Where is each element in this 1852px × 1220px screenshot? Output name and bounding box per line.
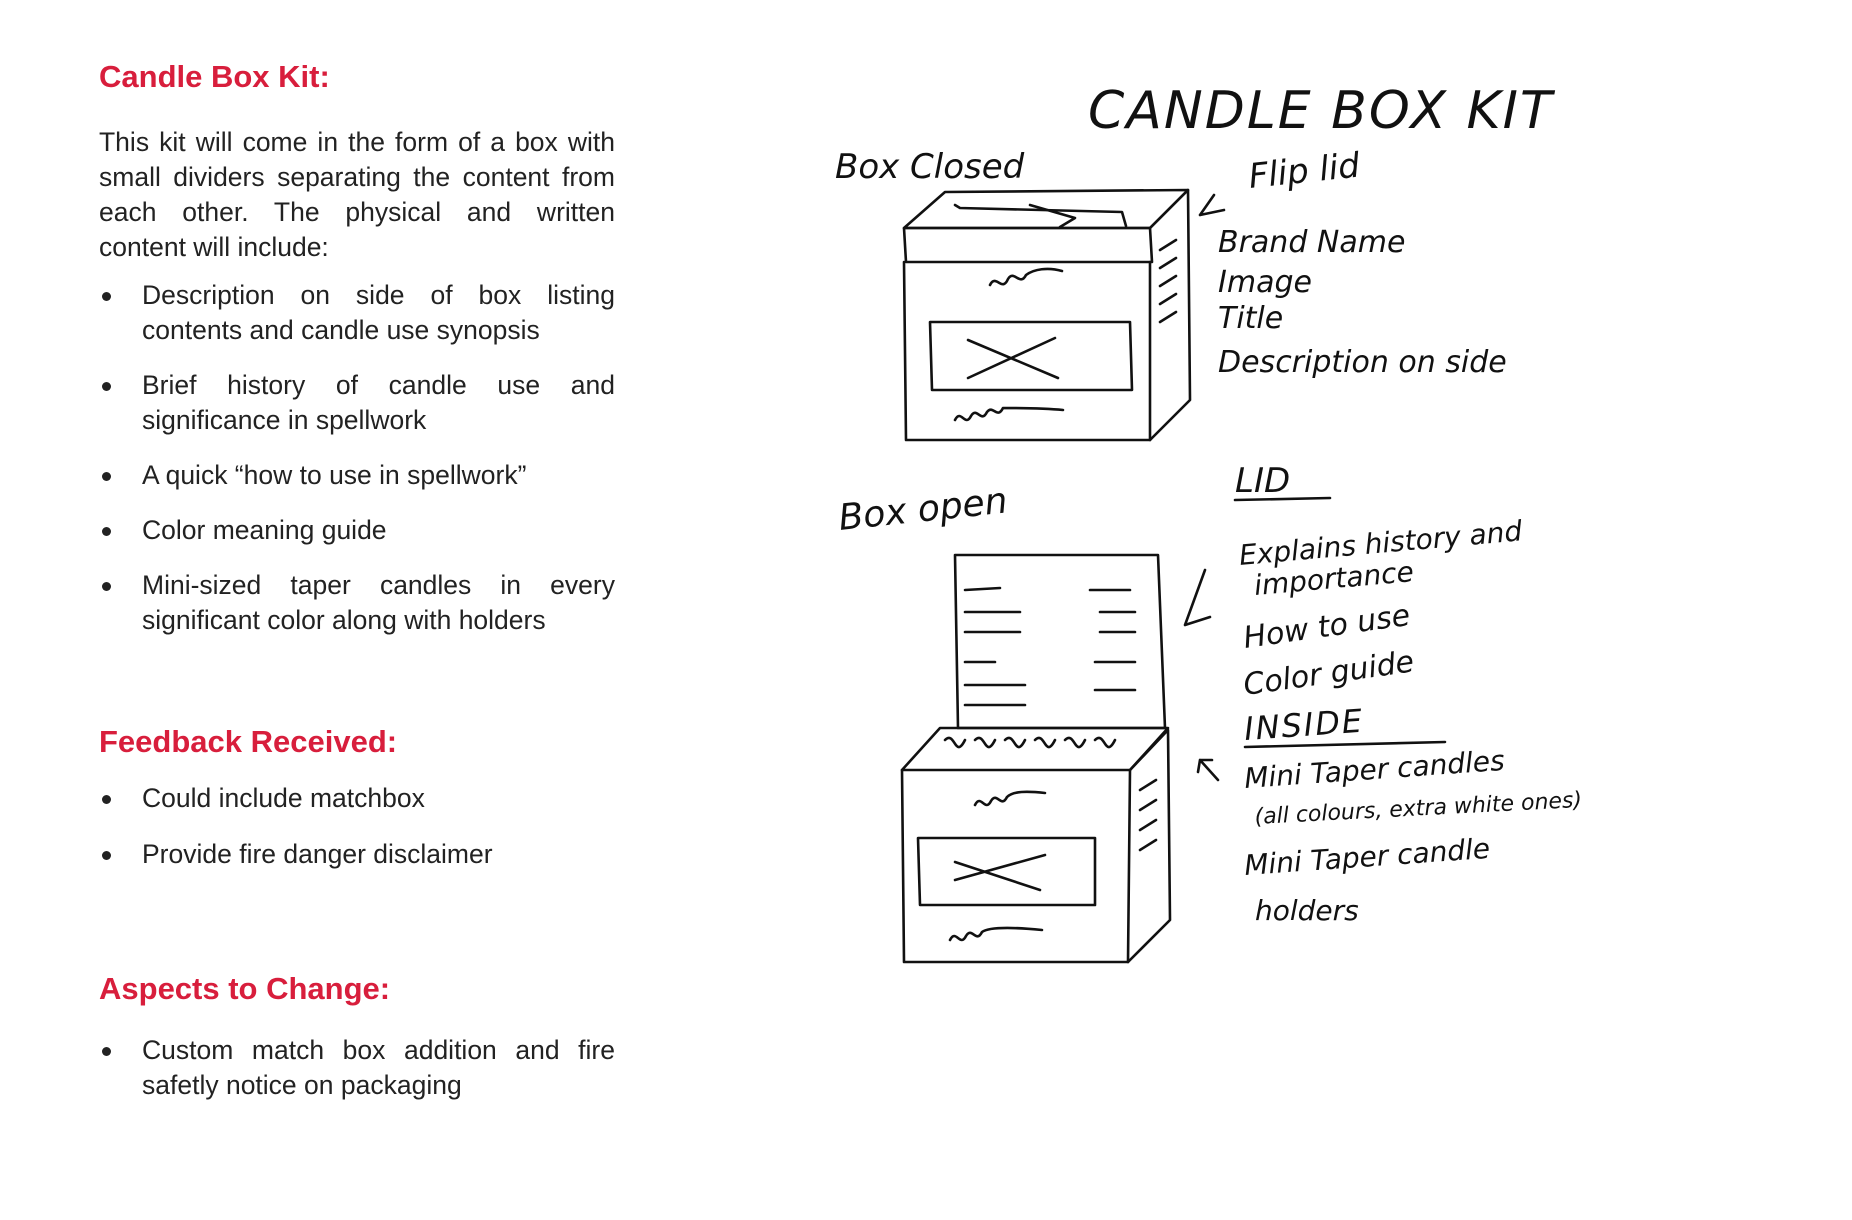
changes-list: Custom match box addition and fire safet… <box>99 1033 615 1103</box>
list-item: Mini-sized taper candles in every signif… <box>99 568 615 638</box>
bullet-icon <box>102 472 111 481</box>
box-closed-label: Box Closed <box>835 147 1025 187</box>
bullet-icon <box>102 582 111 591</box>
list-item: Brief history of candle use and signific… <box>99 368 615 438</box>
bullet-icon <box>102 292 111 301</box>
inside-note: Mini Taper candle <box>1243 832 1491 882</box>
candle-box-sketch: CANDLE BOX KIT Box Closed Flip lid Brand… <box>835 81 1583 964</box>
bullet-icon <box>102 382 111 391</box>
section-candle-box-kit: Candle Box Kit: This kit will come in th… <box>99 55 615 638</box>
bullet-icon <box>102 851 111 860</box>
section-heading: Candle Box Kit: <box>99 59 330 94</box>
list-item: Could include matchbox <box>99 781 615 816</box>
feedback-list: Could include matchbox Provide fire dang… <box>99 781 615 872</box>
closed-note: Title <box>1218 301 1283 336</box>
closed-note: Image <box>1218 265 1312 300</box>
lid-underline <box>1233 496 1332 502</box>
bullet-icon <box>102 1047 111 1056</box>
flip-lid-label: Flip lid <box>1247 145 1362 196</box>
intro-paragraph: This kit will come in the form of a box … <box>99 127 615 262</box>
inside-note: (all colours, extra white ones) <box>1254 788 1583 830</box>
inside-note: holders <box>1255 894 1359 927</box>
box-open-label: Box open <box>837 480 1010 538</box>
bullet-icon <box>102 795 111 804</box>
list-item: Description on side of box listing conte… <box>99 278 615 348</box>
list-item: Color meaning guide <box>99 513 615 548</box>
section-heading: Feedback Received: <box>99 724 398 759</box>
content-list: Description on side of box listing conte… <box>99 278 615 638</box>
sketch-title: CANDLE BOX KIT <box>1088 81 1556 141</box>
bullet-icon <box>102 527 111 536</box>
open-box-drawing <box>900 553 1220 964</box>
closed-note: Description on side <box>1218 345 1507 380</box>
lid-note: Color guide <box>1241 644 1416 703</box>
closed-box-drawing <box>902 188 1226 442</box>
list-item: Custom match box addition and fire safet… <box>99 1033 615 1103</box>
lid-label: LID <box>1235 461 1290 501</box>
closed-note: Brand Name <box>1218 225 1405 260</box>
section-heading: Aspects to Change: <box>99 971 391 1006</box>
section-feedback-received: Feedback Received: Could include matchbo… <box>99 720 615 872</box>
list-item: Provide fire danger disclaimer <box>99 837 615 872</box>
inside-note: Mini Taper candles <box>1243 744 1505 795</box>
inside-label: INSIDE <box>1243 702 1365 748</box>
inside-underline <box>1243 740 1447 749</box>
section-aspects-to-change: Aspects to Change: Custom match box addi… <box>99 967 615 1103</box>
list-item: A quick “how to use in spellwork” <box>99 458 615 493</box>
